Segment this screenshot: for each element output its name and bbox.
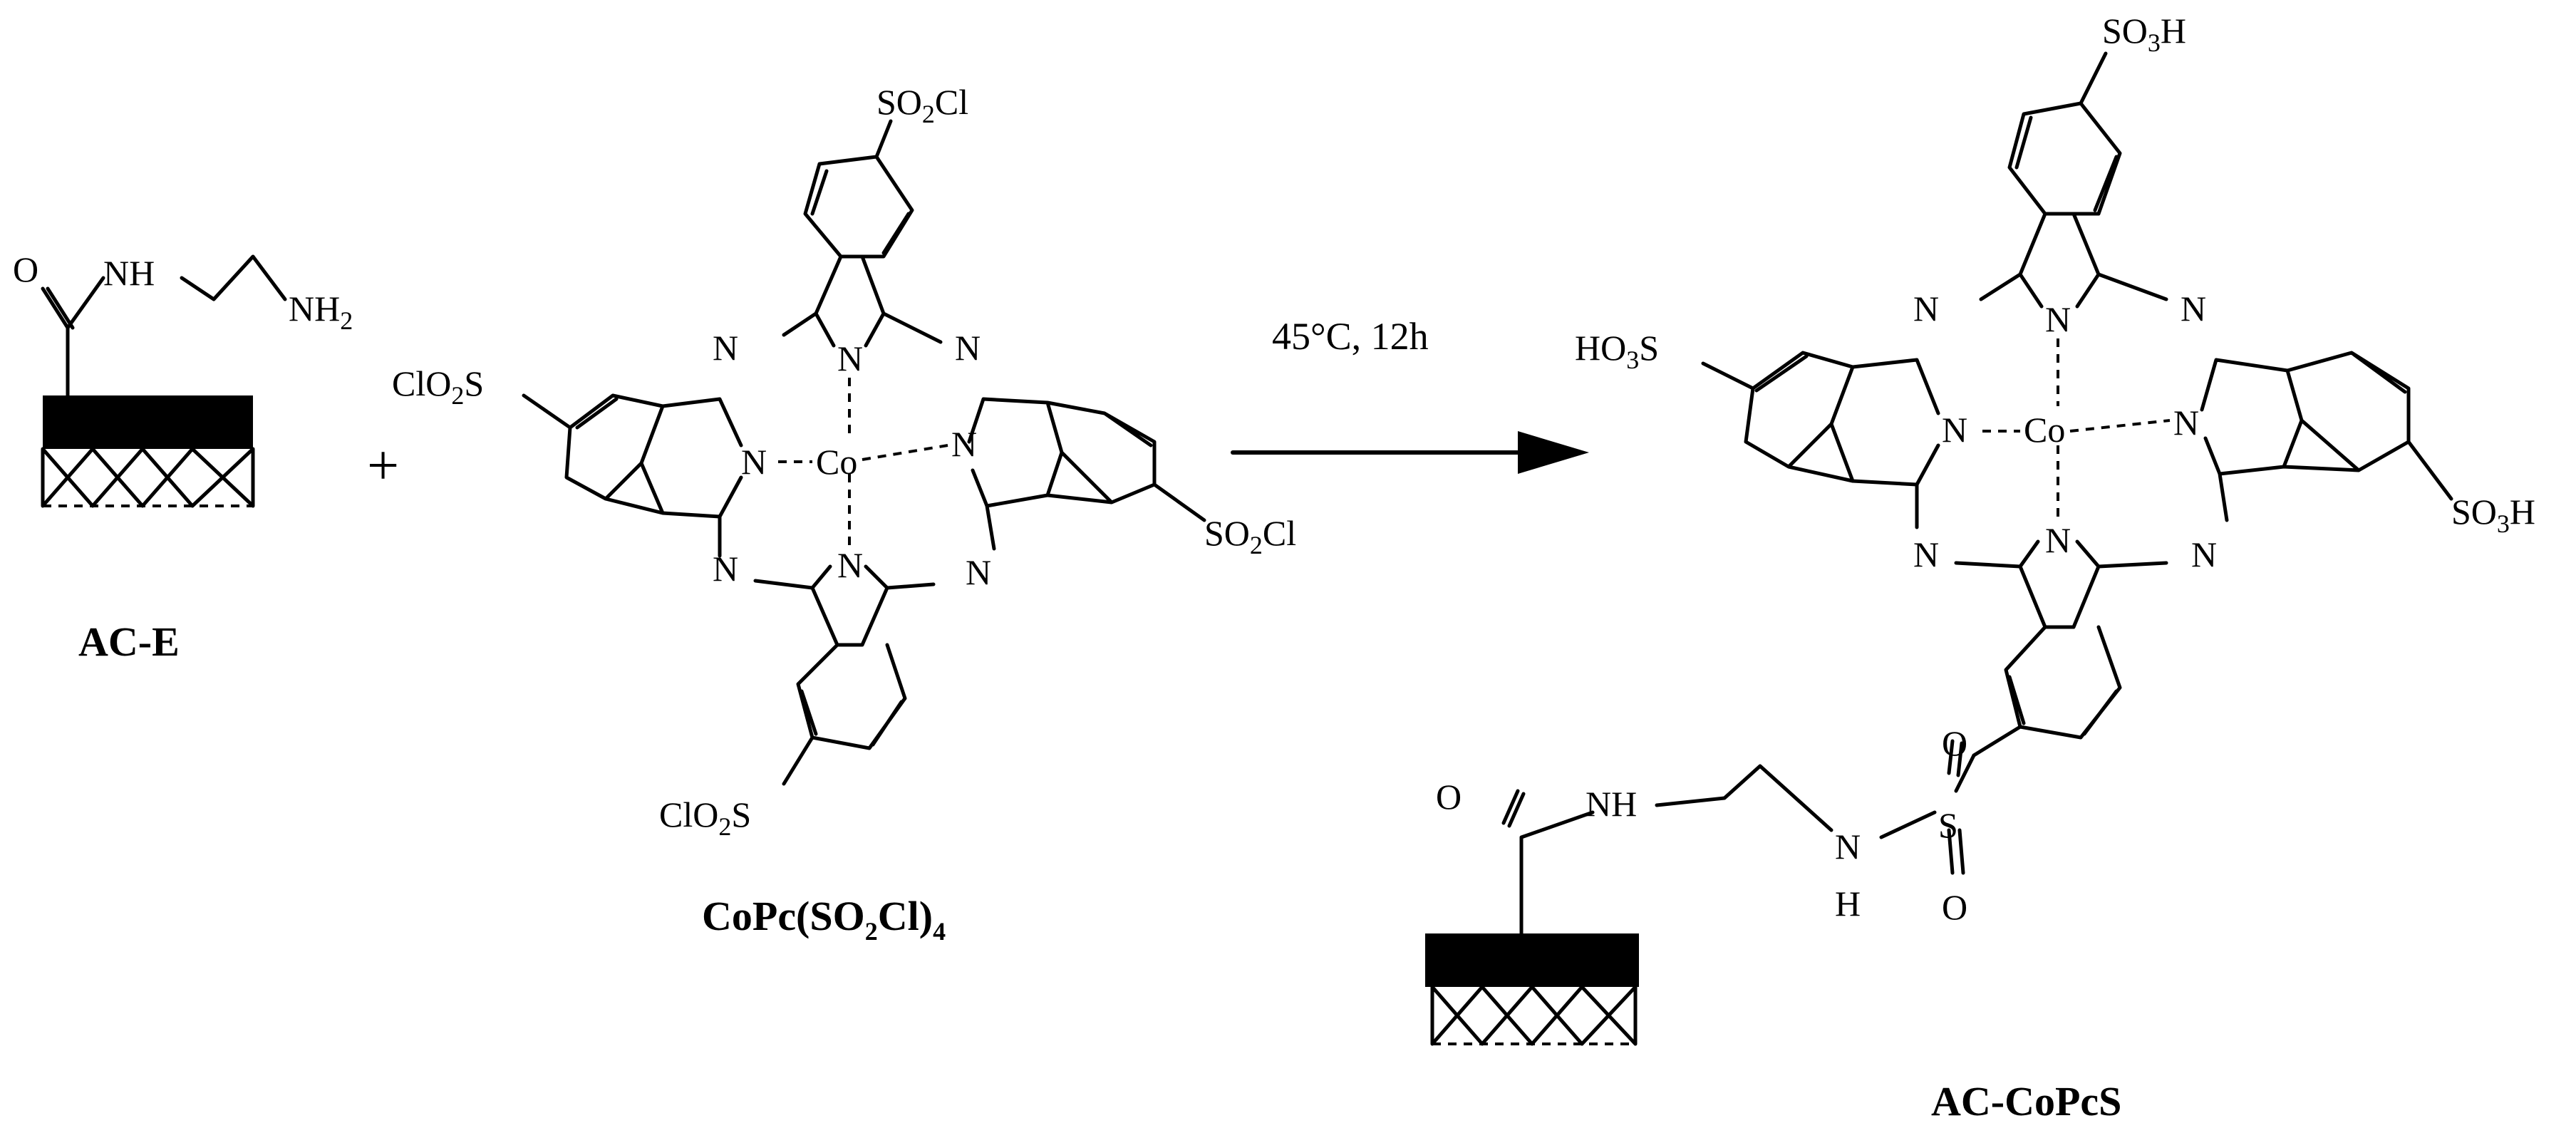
product-carbon-lattice [1430, 985, 1638, 1046]
copc-label: CoPc(SO2Cl)4 [702, 893, 946, 946]
copc-coordination-bonds [778, 378, 948, 545]
linker-n: N [1835, 827, 1861, 866]
reaction-arrow: 45°C, 12h [1231, 315, 1589, 474]
product-n-meso3: N [1913, 534, 1939, 574]
copc-n-left: N [741, 442, 767, 482]
ac-e-chain [41, 254, 287, 398]
ac-e-structure: O NH NH2 AC-E [13, 249, 353, 665]
product-ring-bottom [1954, 539, 2168, 757]
product-n-top: N [2045, 299, 2071, 339]
copc-co: Co [816, 442, 857, 482]
product-structure: Co N N N N N N N N SO3H HO3S SO3H S O O … [1425, 11, 2535, 1124]
copc-ring-right [967, 397, 1206, 551]
copc-clo2s-left: ClO2S [392, 363, 484, 410]
arrowhead [1518, 431, 1589, 474]
copc-n-meso4: N [966, 552, 991, 592]
plus-sign: + [367, 435, 399, 497]
copc-so2cl-top: SO2Cl [876, 82, 968, 128]
product-carbon-block [1425, 933, 1639, 987]
ac-e-amine: NH2 [289, 289, 353, 335]
ac-e-amide-nh: NH [103, 253, 155, 293]
carbon-support-block [43, 395, 253, 449]
copc-n-top: N [837, 338, 863, 378]
linker-s: S [1938, 805, 1958, 845]
product-ring-right [2200, 351, 2453, 522]
product-n-meso1: N [1913, 289, 1939, 328]
copc-ring-left [522, 393, 743, 558]
copc-ring-top [782, 119, 943, 348]
linker-nh: NH [1586, 784, 1637, 824]
copc-n-meso3: N [713, 549, 738, 589]
product-label: AC-CoPcS [1931, 1078, 2121, 1124]
ac-e-carbonyl-o: O [13, 249, 38, 289]
copc-ring-bottom [753, 564, 936, 786]
product-n-meso2: N [2181, 289, 2206, 328]
product-n-meso4: N [2191, 534, 2217, 574]
product-n-left: N [1942, 410, 1967, 450]
copc-n-meso1: N [713, 328, 738, 368]
product-coordination-bonds [1982, 338, 2171, 520]
ac-e-label: AC-E [78, 619, 180, 665]
linker-h: H [1835, 884, 1861, 924]
copc-so2cl-right: SO2Cl [1204, 513, 1296, 559]
product-n-bottom: N [2045, 520, 2071, 560]
copc-n-bottom: N [837, 545, 863, 585]
product-co: Co [2024, 410, 2065, 450]
product-ring-top [1979, 51, 2168, 309]
product-n-right: N [2173, 403, 2199, 443]
product-linker [1501, 739, 1976, 936]
product-ring-left [1701, 351, 1940, 529]
copc-clo2s-bottom: ClO2S [659, 795, 751, 841]
reaction-conditions: 45°C, 12h [1272, 315, 1429, 358]
copc-n-meso2: N [955, 328, 981, 368]
linker-o-bottom: O [1942, 887, 1967, 927]
carbon-support-lattice [41, 447, 255, 508]
linker-carbonyl-o: O [1436, 777, 1462, 817]
copc-so2cl-structure: Co N N N N N N N N SO2Cl ClO2S SO2Cl ClO… [392, 82, 1296, 946]
product-so3h-right: SO3H [2451, 492, 2535, 538]
product-ho3s-left: HO3S [1575, 328, 1659, 374]
product-so3h-top: SO3H [2102, 11, 2186, 57]
linker-o-top: O [1942, 723, 1967, 763]
